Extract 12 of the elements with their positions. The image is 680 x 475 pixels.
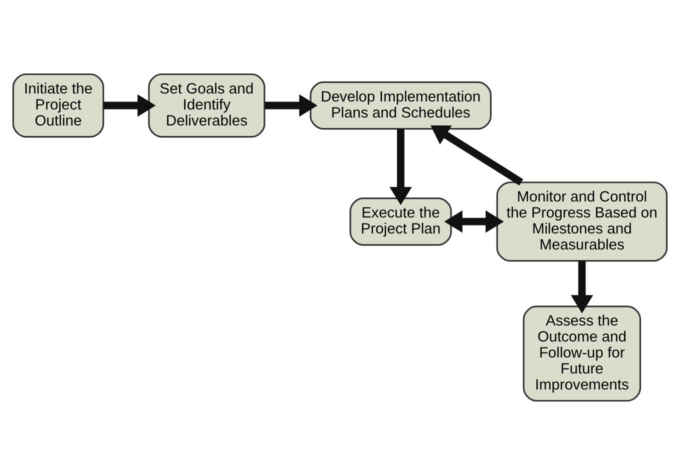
- arrow: [570, 260, 594, 314]
- node-box: Develop Implementation Plans and Schedules: [310, 81, 492, 130]
- node-box: Execute the Project Plan: [350, 197, 452, 246]
- arrow: [444, 210, 504, 233]
- arrow: [430, 125, 524, 186]
- node-box: Initiate the Project Outline: [12, 73, 104, 138]
- node-box: Monitor and Control the Progress Based on Milestones and Measurables: [496, 182, 668, 262]
- node-box: Assess the Outcome and Follow-up for Future Improvements: [522, 306, 642, 402]
- arrow: [390, 129, 412, 206]
- arrow: [264, 94, 318, 117]
- node-box: Set Goals and Identify Deliverables: [148, 73, 266, 138]
- arrow: [104, 94, 156, 117]
